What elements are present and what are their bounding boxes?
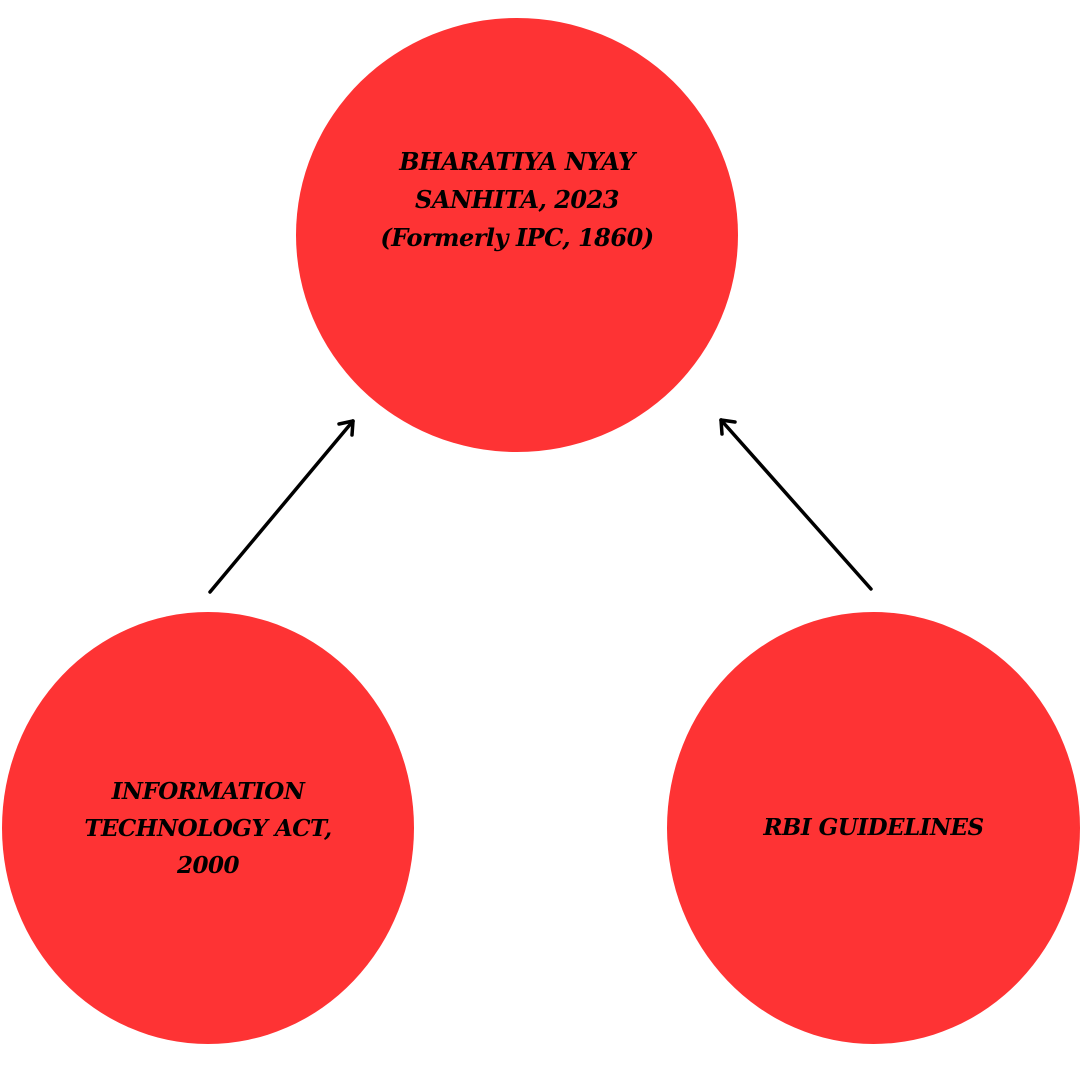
arrow-left-to-top	[208, 419, 355, 594]
node-label-left: INFORMATION TECHNOLOGY ACT, 2000	[84, 777, 332, 879]
node-rbi-guidelines: RBI GUIDELINES	[667, 612, 1080, 1044]
node-label-right: RBI GUIDELINES	[763, 814, 984, 841]
node-information-technology-act: INFORMATION TECHNOLOGY ACT, 2000	[2, 612, 414, 1044]
node-bharatiya-nyay-sanhita: BHARATIYA NYAY SANHITA, 2023 (Formerly I…	[296, 18, 738, 452]
arrow-right-to-top	[719, 418, 873, 591]
node-label-top: BHARATIYA NYAY SANHITA, 2023 (Formerly I…	[380, 147, 654, 252]
